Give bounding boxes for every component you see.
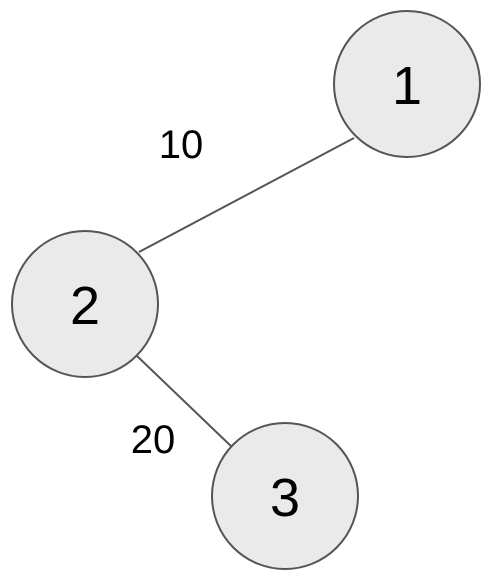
node-2-label: 2	[70, 276, 100, 336]
edge-weight-2-3: 20	[131, 418, 176, 462]
edge-1-2	[138, 137, 355, 253]
node-2-circle	[11, 230, 159, 378]
node-3-circle	[211, 422, 359, 570]
edge-weight-1-2: 10	[159, 123, 204, 167]
node-3-label: 3	[270, 468, 300, 528]
edge-2-3	[136, 355, 234, 449]
node-2: 2	[11, 230, 159, 378]
node-1: 1	[333, 10, 481, 158]
node-1-circle	[333, 10, 481, 158]
node-3: 3	[211, 422, 359, 570]
node-1-label: 1	[392, 56, 422, 116]
